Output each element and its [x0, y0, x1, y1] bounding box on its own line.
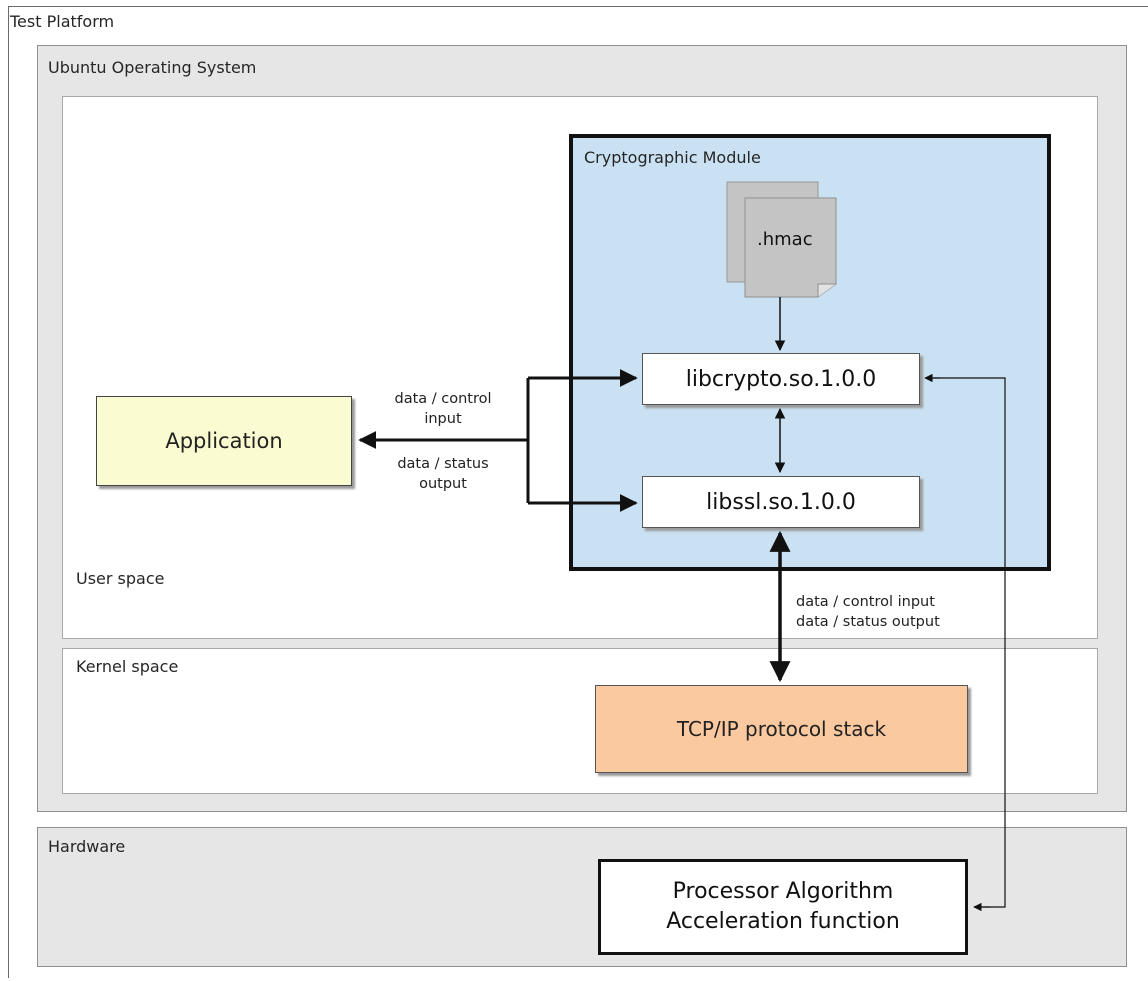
tcp-ip-stack-label: TCP/IP protocol stack [676, 717, 887, 741]
cryptographic-module-label: Cryptographic Module [584, 148, 761, 167]
application-label: Application [165, 429, 283, 453]
processor-acceleration-line2: Acceleration function [666, 909, 900, 934]
hmac-label: .hmac [757, 229, 813, 250]
app-input-label: data / control input [394, 391, 492, 427]
libssl-label: libssl.so.1.0.0 [706, 489, 856, 515]
hardware-label: Hardware [48, 837, 126, 856]
libcrypto-box: libcrypto.so.1.0.0 [642, 353, 920, 405]
application-libs-connector [358, 369, 638, 512]
processor-acceleration-box: Processor Algorithm Acceleration functio… [598, 859, 968, 955]
app-output-label: data / status output [397, 456, 489, 492]
test-platform-frame [8, 6, 1148, 978]
libcrypto-label: libcrypto.so.1.0.0 [685, 366, 877, 392]
kernel-space-label: Kernel space [76, 657, 179, 676]
tcp-io-label: data / control input data / status outpu… [796, 594, 940, 630]
hmac-file-icon [726, 181, 837, 298]
test-platform-label: Test Platform [10, 12, 115, 31]
libssl-box: libssl.so.1.0.0 [642, 476, 920, 528]
ubuntu-os-label: Ubuntu Operating System [48, 58, 257, 77]
processor-acceleration-line1: Processor Algorithm [672, 879, 894, 904]
user-space-label: User space [76, 569, 165, 588]
application-box: Application [96, 396, 352, 486]
tcp-ip-stack-box: TCP/IP protocol stack [595, 685, 968, 773]
libcrypto-acceleration-connector [924, 373, 1006, 912]
